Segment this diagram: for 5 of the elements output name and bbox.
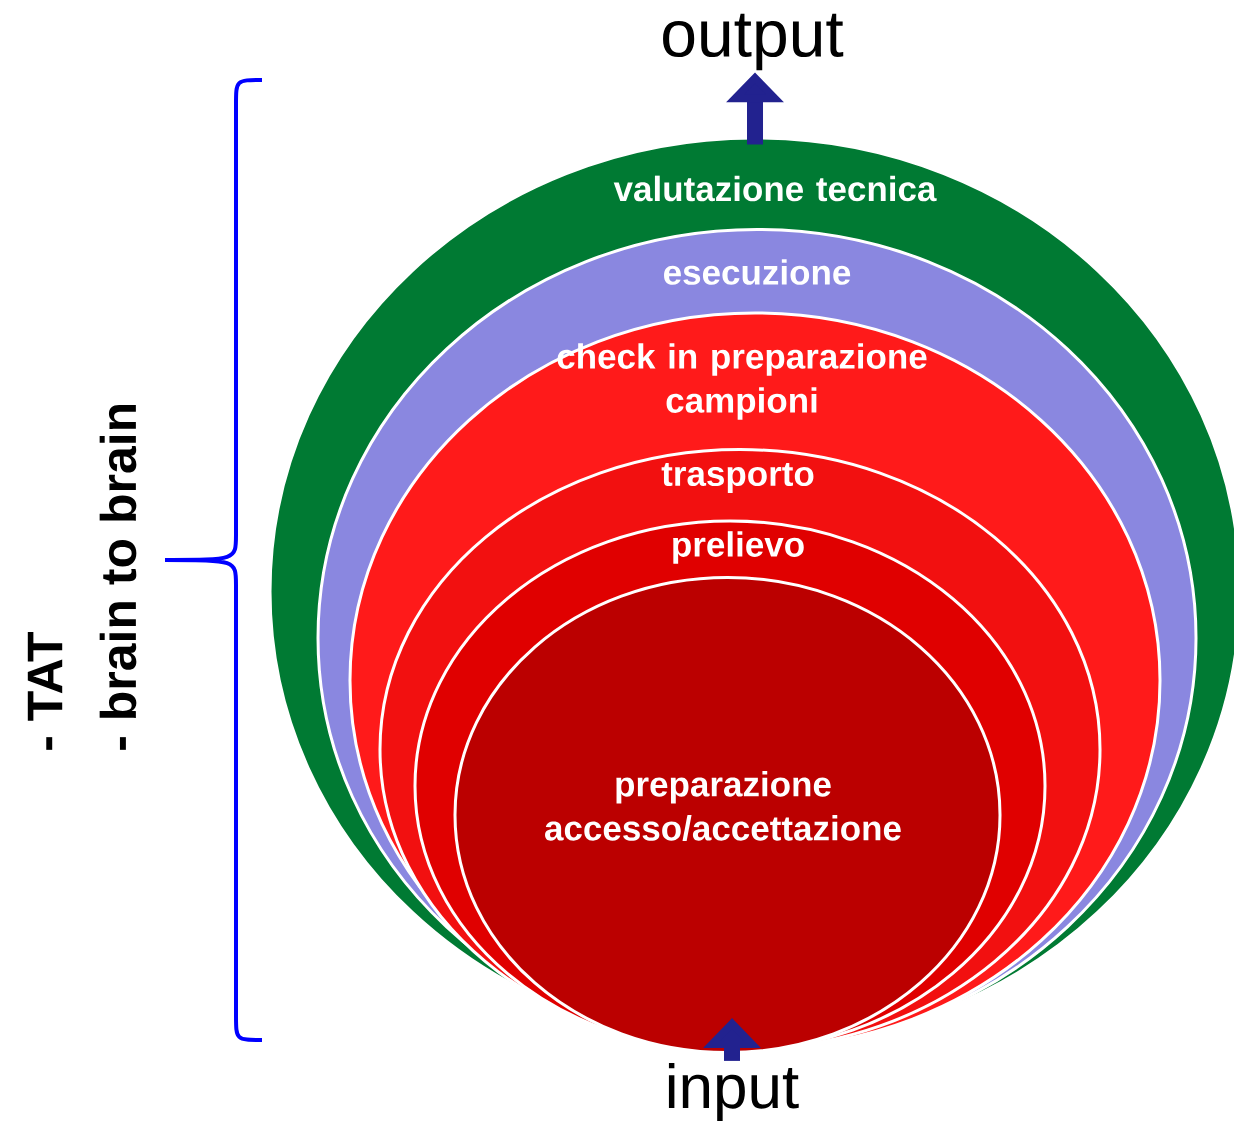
caption-text: input — [668, 1063, 799, 1121]
side-label: - brain to brain — [99, 404, 137, 750]
ring: preparazione accesso/accettazione — [453, 576, 1002, 1054]
side-label: - TAT — [27, 632, 63, 750]
caption-text: output — [663, 13, 844, 71]
